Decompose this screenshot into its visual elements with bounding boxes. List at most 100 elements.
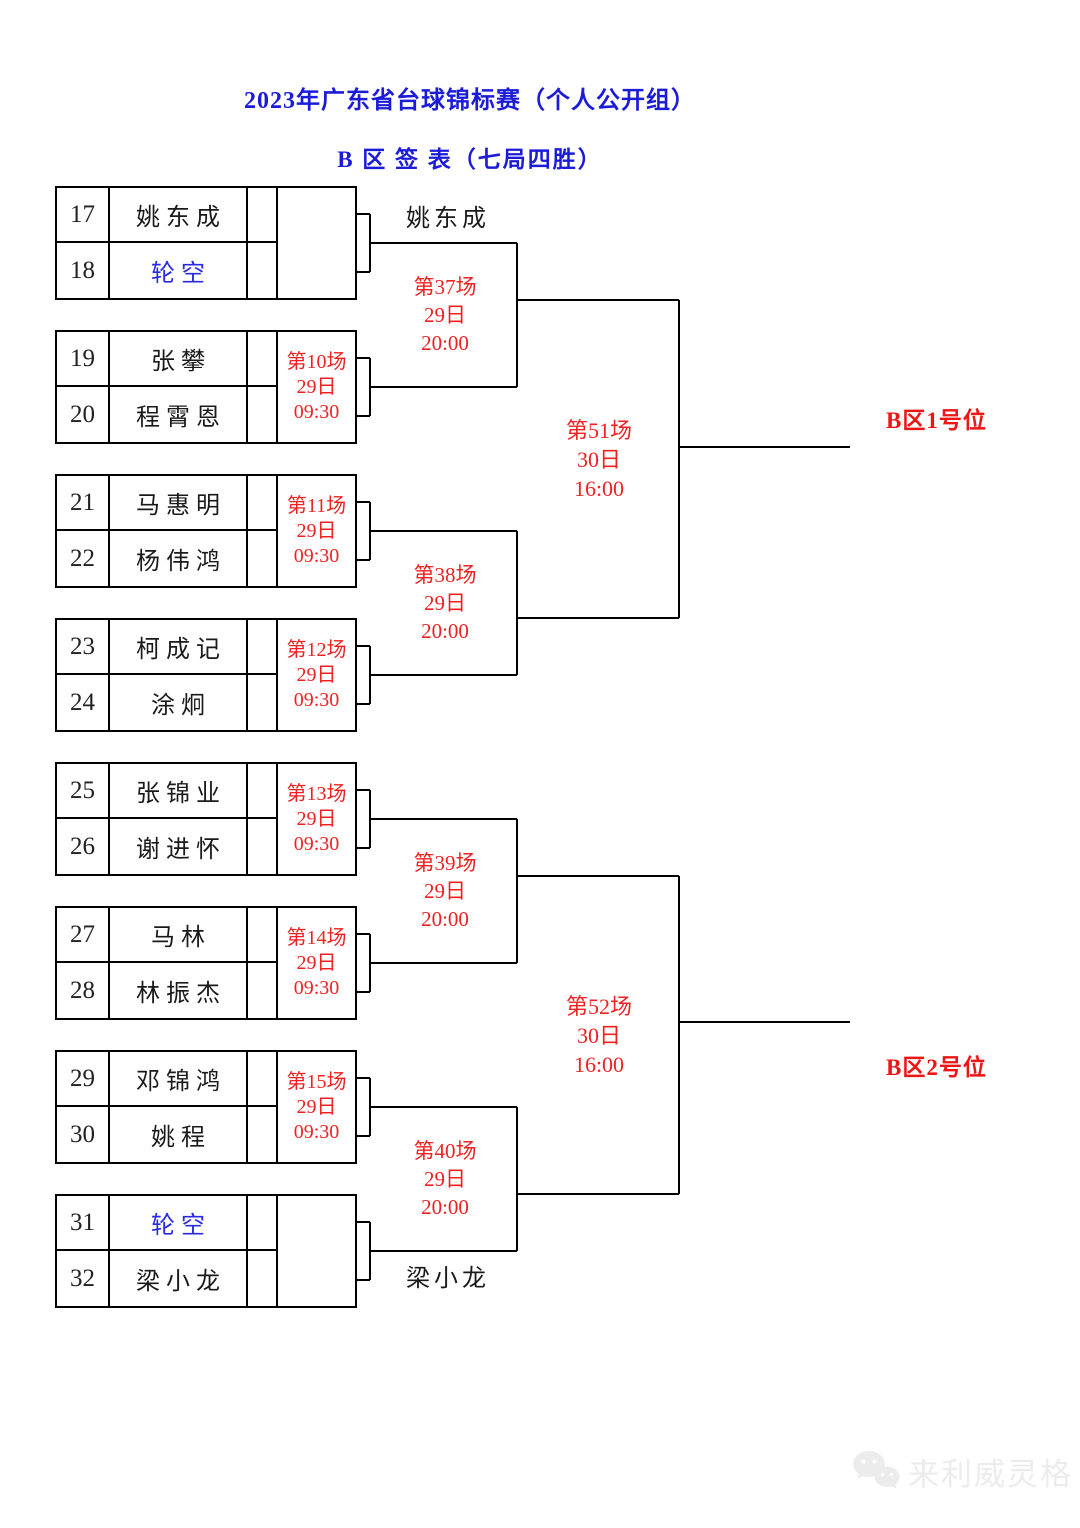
player-name: 马林 xyxy=(110,908,248,963)
score-cell xyxy=(248,1196,278,1251)
match-number: 第11场 xyxy=(286,494,347,517)
player-name: 杨伟鸿 xyxy=(110,531,248,586)
player-name: 涂炯 xyxy=(110,675,248,730)
connector-line xyxy=(355,933,517,993)
match-date: 29日 xyxy=(296,1095,337,1118)
final-slot-label-1: B区1号位 xyxy=(886,408,987,433)
match-time: 09:30 xyxy=(293,1120,340,1143)
connector-line xyxy=(678,300,850,618)
score-cell xyxy=(248,1251,278,1306)
bracket-block-25-26: 25 张锦业 26 谢进怀 第13场 29日 09:30 xyxy=(55,762,357,876)
match-time: 09:30 xyxy=(293,544,340,567)
match-time: 16:00 xyxy=(573,475,625,501)
match-date: 29日 xyxy=(296,807,337,830)
match-info: 第15场 29日 09:30 xyxy=(278,1052,355,1162)
player-name: 邓锦鸿 xyxy=(110,1052,248,1107)
connector-line xyxy=(516,819,679,963)
match-date: 29日 xyxy=(424,303,466,327)
seed-number: 21 xyxy=(57,476,110,531)
match-number: 第37场 xyxy=(413,275,477,299)
match-number: 第14场 xyxy=(286,926,347,949)
match-time: 09:30 xyxy=(293,400,340,423)
watermark: 来利威灵格 xyxy=(850,1448,1073,1494)
seed-number: 29 xyxy=(57,1052,110,1107)
page-title: 2023年广东省台球锦标赛（个人公开组） xyxy=(244,88,696,114)
score-cell xyxy=(248,332,278,387)
bracket-block-27-28: 27 马林 28 林振杰 第14场 29日 09:30 xyxy=(55,906,357,1020)
player-name: 马惠明 xyxy=(110,476,248,531)
match-info-51: 第51场 30日 16:00 xyxy=(519,415,679,503)
match-info: 第10场 29日 09:30 xyxy=(278,332,355,442)
match-info-empty xyxy=(278,188,355,298)
wechat-icon xyxy=(853,1451,900,1489)
score-cell xyxy=(248,764,278,819)
match-info-37: 第37场 29日 20:00 xyxy=(373,273,517,357)
match-number: 第39场 xyxy=(413,851,477,875)
match-number: 第40场 xyxy=(413,1139,477,1163)
page-subtitle: B 区 签 表（七局四胜） xyxy=(337,147,603,172)
bracket-block-21-22: 21 马惠明 22 杨伟鸿 第11场 29日 09:30 xyxy=(55,474,357,588)
match-info: 第13场 29日 09:30 xyxy=(278,764,355,874)
match-date: 30日 xyxy=(576,1022,621,1048)
seed-number: 27 xyxy=(57,908,110,963)
player-name: 姚程 xyxy=(110,1107,248,1162)
match-number: 第12场 xyxy=(286,638,347,661)
match-time: 20:00 xyxy=(421,331,469,355)
player-name: 谢进怀 xyxy=(110,819,248,874)
bracket-block-17-18: 17 姚东成 18 轮空 xyxy=(55,186,357,300)
seed-number: 25 xyxy=(57,764,110,819)
score-cell xyxy=(248,243,278,298)
watermark-text: 来利威灵格 xyxy=(908,1456,1073,1492)
seed-number: 19 xyxy=(57,332,110,387)
score-cell xyxy=(248,476,278,531)
match-date: 29日 xyxy=(296,519,337,542)
match-date: 30日 xyxy=(576,446,621,472)
player-name: 姚东成 xyxy=(110,188,248,243)
seed-number: 18 xyxy=(57,243,110,298)
match-info-38: 第38场 29日 20:00 xyxy=(373,561,517,645)
player-name: 程霄恩 xyxy=(110,387,248,442)
match-number: 第51场 xyxy=(565,417,632,443)
player-name: 柯成记 xyxy=(110,620,248,675)
match-number: 第38场 xyxy=(413,563,477,587)
player-name: 梁小龙 xyxy=(110,1251,248,1306)
seed-number: 26 xyxy=(57,819,110,874)
bracket-block-31-32: 31 轮空 32 梁小龙 xyxy=(55,1194,357,1308)
seed-number: 17 xyxy=(57,188,110,243)
seed-number: 30 xyxy=(57,1107,110,1162)
player-name: 林振杰 xyxy=(110,963,248,1018)
match-number: 第52场 xyxy=(565,993,632,1019)
score-cell xyxy=(248,531,278,586)
score-cell xyxy=(248,963,278,1018)
seed-number: 32 xyxy=(57,1251,110,1306)
player-name: 张锦业 xyxy=(110,764,248,819)
advancer-name-bottom: 梁小龙 xyxy=(406,1265,490,1292)
match-info: 第12场 29日 09:30 xyxy=(278,620,355,730)
seed-number: 31 xyxy=(57,1196,110,1251)
seed-number: 22 xyxy=(57,531,110,586)
match-info-39: 第39场 29日 20:00 xyxy=(373,849,517,933)
match-time: 09:30 xyxy=(293,832,340,855)
match-time: 09:30 xyxy=(293,976,340,999)
connector-line xyxy=(516,243,679,387)
connector-line xyxy=(355,501,517,561)
score-cell xyxy=(248,1052,278,1107)
connector-line xyxy=(355,1077,517,1137)
match-info: 第11场 29日 09:30 xyxy=(278,476,355,586)
connector-line xyxy=(678,876,850,1194)
match-date: 29日 xyxy=(296,663,337,686)
match-info: 第14场 29日 09:30 xyxy=(278,908,355,1018)
connector-line xyxy=(516,1107,679,1251)
match-date: 29日 xyxy=(296,375,337,398)
connector-line xyxy=(516,531,679,675)
advancer-name-top: 姚东成 xyxy=(406,205,490,232)
player-name-bye: 轮空 xyxy=(110,243,248,298)
match-time: 09:30 xyxy=(293,688,340,711)
bracket-block-29-30: 29 邓锦鸿 30 姚程 第15场 29日 09:30 xyxy=(55,1050,357,1164)
seed-number: 28 xyxy=(57,963,110,1018)
bracket-block-19-20: 19 张攀 20 程霄恩 第10场 29日 09:30 xyxy=(55,330,357,444)
player-name: 张攀 xyxy=(110,332,248,387)
match-date: 29日 xyxy=(424,1167,466,1191)
connector-line xyxy=(355,645,517,705)
